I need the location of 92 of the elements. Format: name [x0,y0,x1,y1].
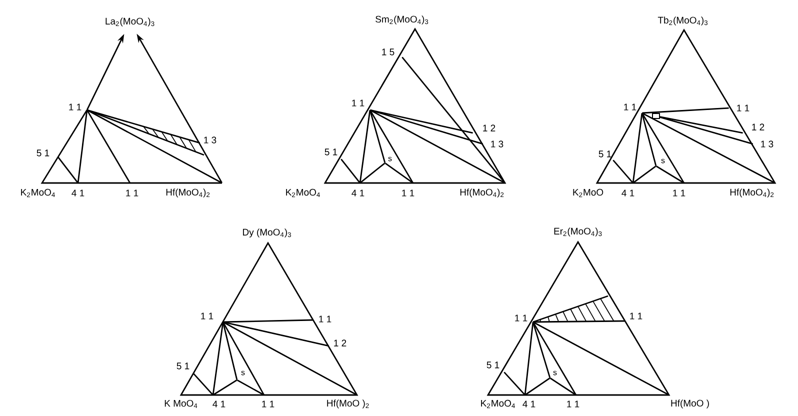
composition-label: 1 1 [262,400,274,408]
composition-label: Hf(MoO$_{4}$)$_{2}$ [460,188,504,198]
composition-label: Er$_{2}$(MoO$_{4}$)$_{3}$ [554,228,602,236]
tie-line [86,110,130,184]
tie-line [223,321,329,347]
tie-line [384,162,414,184]
tie-line [212,380,238,396]
tie-line [524,322,534,395]
tie-line [236,380,264,396]
composition-label: 5 1 [36,150,50,156]
composition-label: 1 1 [352,100,364,106]
tie-line [532,322,551,378]
composition-label: Hf(MoO$_{4}$)$_{2}$ [166,188,210,198]
composition-label: 1 1 [402,190,414,196]
composition-label: K$_{2}$MoO$_{4}$ [481,400,515,408]
composition-label: 5 1 [176,362,190,370]
tie-line [656,166,684,184]
composition-label: 1 1 [69,104,82,110]
tie-line [402,56,506,184]
composition-label: K$_{2}$MoO$_{4}$ [286,188,320,198]
composition-label: 1 1 [319,316,332,322]
composition-label: 1 2 [752,124,764,130]
tie-line [642,112,684,184]
composition-label: 1 1 [515,314,528,322]
tie-line [192,372,214,396]
composition-label: Hf(MoO )$_{2}$ [327,400,369,408]
composition-label: 4 1 [212,400,226,408]
composition-label: 1 1 [624,104,636,110]
composition-label: K$_{2}$MoO [573,188,604,198]
composition-label: s [241,370,245,376]
composition-label: 5 1 [598,150,612,158]
tie-line [360,162,386,184]
tie-line [524,378,550,396]
tie-line [370,110,506,184]
tie-line [660,116,743,134]
tie-line [660,116,753,145]
composition-label: K$_{2}$MoO$_{4}$ [21,188,55,198]
tie-line [642,112,776,184]
tie-line [641,113,657,166]
tie-line [222,322,238,380]
composition-label: 4 1 [622,190,634,196]
composition-label: 1 3 [761,140,774,148]
composition-label: 4 1 [352,190,364,196]
composition-label: 1 3 [204,136,216,144]
tie-line [223,319,313,323]
tie-line [370,110,414,184]
tie-line [340,158,360,184]
tie-line [370,109,483,145]
tie-line [632,113,643,183]
composition-label: 1 1 [201,312,214,320]
tie-line [86,110,222,184]
tie-line [77,110,88,183]
tie-line [370,109,473,134]
composition-label: 1 1 [630,312,642,320]
composition-label: 1 1 [567,400,580,408]
tie-line [504,372,526,396]
tie-line [532,322,670,396]
tie-line [532,322,576,396]
composition-label: 1 1 [673,190,686,196]
tie-line [222,322,264,396]
solid-solution-region [652,113,660,119]
tie-line [550,378,576,396]
vertex-label: La$_{2}$(MoO$_{4}$)$_{3}$ [106,18,154,26]
tie-line [87,109,200,144]
composition-label: 5 1 [486,362,500,368]
tie-line [369,110,386,163]
tie-line [632,166,656,184]
composition-label: 4 1 [522,400,536,408]
composition-label: K MoO$_{4}$ [164,400,198,408]
composition-label: 1 1 [126,190,138,196]
composition-label: Hf(MoO$_{4}$)$_{2}$ [730,188,774,198]
tie-line [612,160,634,184]
tie-line [359,110,371,183]
composition-label: s [388,156,392,162]
tie-line [58,156,78,184]
composition-label: 1 5 [382,48,394,56]
composition-label: Hf(MoO ) [671,400,709,408]
composition-label: Dy (MoO$_{4}$)$_{3}$ [243,228,291,238]
tie-line [212,322,224,395]
tie-line [533,320,625,323]
tie-line [642,107,729,114]
composition-label: 1 3 [491,140,504,148]
tie-line [222,322,358,396]
composition-label: 4 1 [72,190,84,196]
composition-label: s [661,158,665,164]
composition-label: Sm$_{2}$(MoO$_{4}$)$_{3}$ [376,16,428,24]
composition-label: Tb$_{2}$(MoO$_{4}$)$_{3}$ [658,16,708,26]
composition-label: 5 1 [324,148,338,156]
composition-label: 1 2 [483,124,496,132]
composition-label: 1 2 [334,340,346,346]
composition-label: s [553,370,557,376]
composition-label: 1 1 [737,104,750,112]
